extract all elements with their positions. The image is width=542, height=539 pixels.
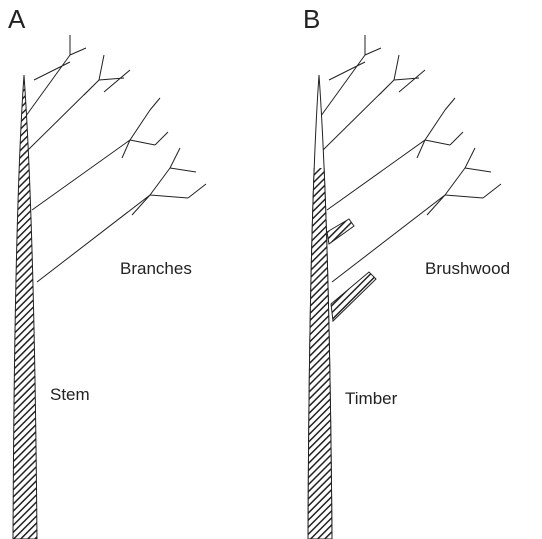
panel-a-branch-1: [23, 35, 86, 120]
panel-a-branches: [23, 35, 206, 282]
panel-b-branch-3: [327, 98, 463, 210]
panel-b-branches: [318, 35, 501, 282]
panel-b-branch-4-timber: [331, 272, 376, 321]
panel-b-branch-4: [332, 148, 501, 282]
panel-b-branch-1: [318, 35, 381, 120]
panel-b-branch-3-timber: [327, 219, 354, 244]
panel-b-branch-2: [323, 55, 425, 150]
panel-a-branch-2: [28, 55, 130, 150]
panel-a-branch-3: [32, 98, 168, 210]
panel-a-branch-4: [37, 148, 206, 282]
